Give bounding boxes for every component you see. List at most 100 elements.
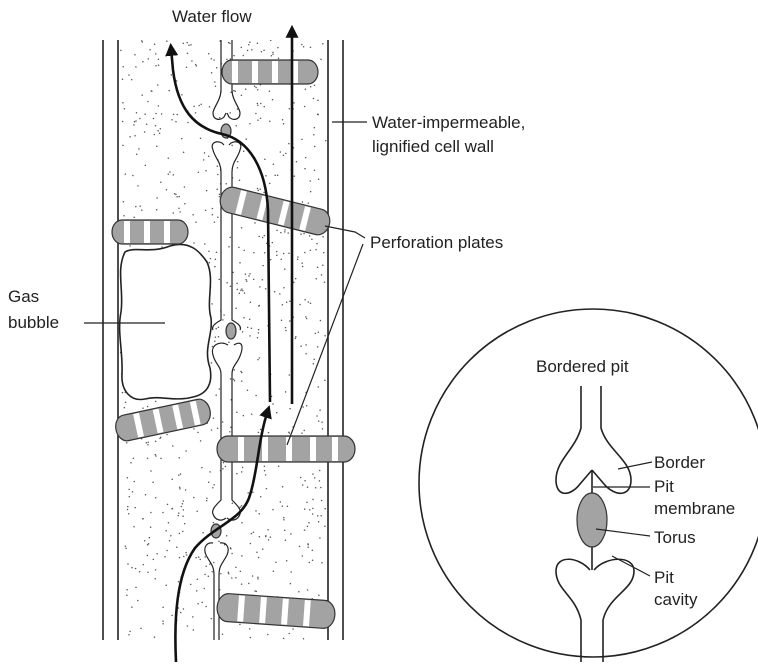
water-speck: [325, 140, 327, 142]
water-speck: [249, 628, 251, 630]
water-speck: [139, 571, 141, 573]
water-speck: [285, 153, 287, 155]
water-speck: [160, 458, 162, 460]
water-speck: [249, 319, 251, 321]
water-speck: [171, 74, 173, 76]
water-speck: [285, 540, 287, 542]
water-speck: [283, 287, 285, 289]
water-speck: [257, 103, 259, 105]
water-speck: [211, 72, 213, 74]
water-speck: [122, 392, 124, 394]
water-speck: [271, 55, 273, 57]
water-speck: [304, 529, 306, 531]
water-speck: [124, 407, 126, 409]
water-speck: [314, 169, 316, 171]
water-speck: [122, 79, 124, 81]
water-speck: [265, 474, 267, 476]
water-speck: [195, 112, 197, 114]
water-speck: [150, 526, 152, 528]
water-speck: [248, 275, 250, 277]
water-speck: [322, 264, 324, 266]
pit-cavity-label: Pit: [654, 568, 674, 587]
water-speck: [258, 432, 260, 434]
water-speck: [133, 217, 135, 219]
water-speck: [214, 81, 216, 83]
water-speck: [156, 209, 158, 211]
perforation-plate: [112, 220, 188, 244]
water-speck: [156, 146, 158, 148]
water-speck: [247, 390, 249, 392]
water-speck: [294, 175, 296, 177]
water-speck: [282, 304, 284, 306]
water-speck: [171, 119, 173, 121]
water-speck: [292, 628, 294, 630]
water-speck: [157, 130, 159, 132]
water-speck: [168, 522, 170, 524]
water-speck: [290, 571, 292, 573]
water-speck: [247, 492, 249, 494]
water-speck: [217, 427, 219, 429]
water-speck: [248, 583, 250, 585]
water-speck: [304, 168, 306, 170]
water-speck: [228, 572, 230, 574]
water-speck: [240, 290, 242, 292]
water-speck: [239, 624, 241, 626]
water-speck: [128, 634, 130, 636]
water-speck: [177, 515, 179, 517]
water-speck: [179, 211, 181, 213]
torus-label: Torus: [654, 528, 696, 547]
water-speck: [134, 121, 136, 123]
water-speck: [276, 254, 278, 256]
water-speck: [237, 167, 239, 169]
water-speck: [286, 560, 288, 562]
water-speck: [255, 113, 257, 115]
water-speck: [301, 139, 303, 141]
water-speck: [179, 488, 181, 490]
water-speck: [173, 212, 175, 214]
water-speck: [208, 251, 210, 253]
water-speck: [217, 174, 219, 176]
water-speck: [241, 380, 243, 382]
water-speck: [293, 102, 295, 104]
right-cell-wall: [328, 40, 343, 640]
water-speck: [126, 595, 128, 597]
water-speck: [197, 578, 199, 580]
water-speck: [141, 209, 143, 211]
water-speck: [300, 345, 302, 347]
water-speck: [212, 208, 214, 210]
water-speck: [308, 301, 310, 303]
water-speck: [198, 172, 200, 174]
water-speck: [284, 231, 286, 233]
water-speck: [315, 249, 317, 251]
water-speck: [283, 123, 285, 125]
water-speck: [264, 252, 266, 254]
water-speck: [160, 182, 162, 184]
water-speck: [222, 633, 224, 635]
water-speck: [243, 317, 245, 319]
water-speck: [152, 482, 154, 484]
water-speck: [136, 154, 138, 156]
water-speck: [228, 246, 230, 248]
water-speck: [136, 112, 138, 114]
water-speck: [258, 557, 260, 559]
water-speck: [142, 61, 144, 63]
water-speck: [267, 529, 269, 531]
water-speck: [162, 512, 164, 514]
water-speck: [213, 59, 215, 61]
water-speck: [309, 235, 311, 237]
water-speck: [251, 413, 253, 415]
water-speck: [148, 543, 150, 545]
water-speck: [303, 638, 305, 640]
water-speck: [259, 357, 261, 359]
water-speck: [258, 190, 260, 192]
water-speck: [218, 279, 220, 281]
water-speck: [273, 570, 275, 572]
water-speck: [310, 303, 312, 305]
water-speck: [250, 302, 252, 304]
water-speck: [267, 634, 269, 636]
water-speck: [317, 266, 319, 268]
water-speck: [200, 103, 202, 105]
water-speck: [251, 533, 253, 535]
water-speck: [232, 503, 234, 505]
water-speck: [185, 552, 187, 554]
